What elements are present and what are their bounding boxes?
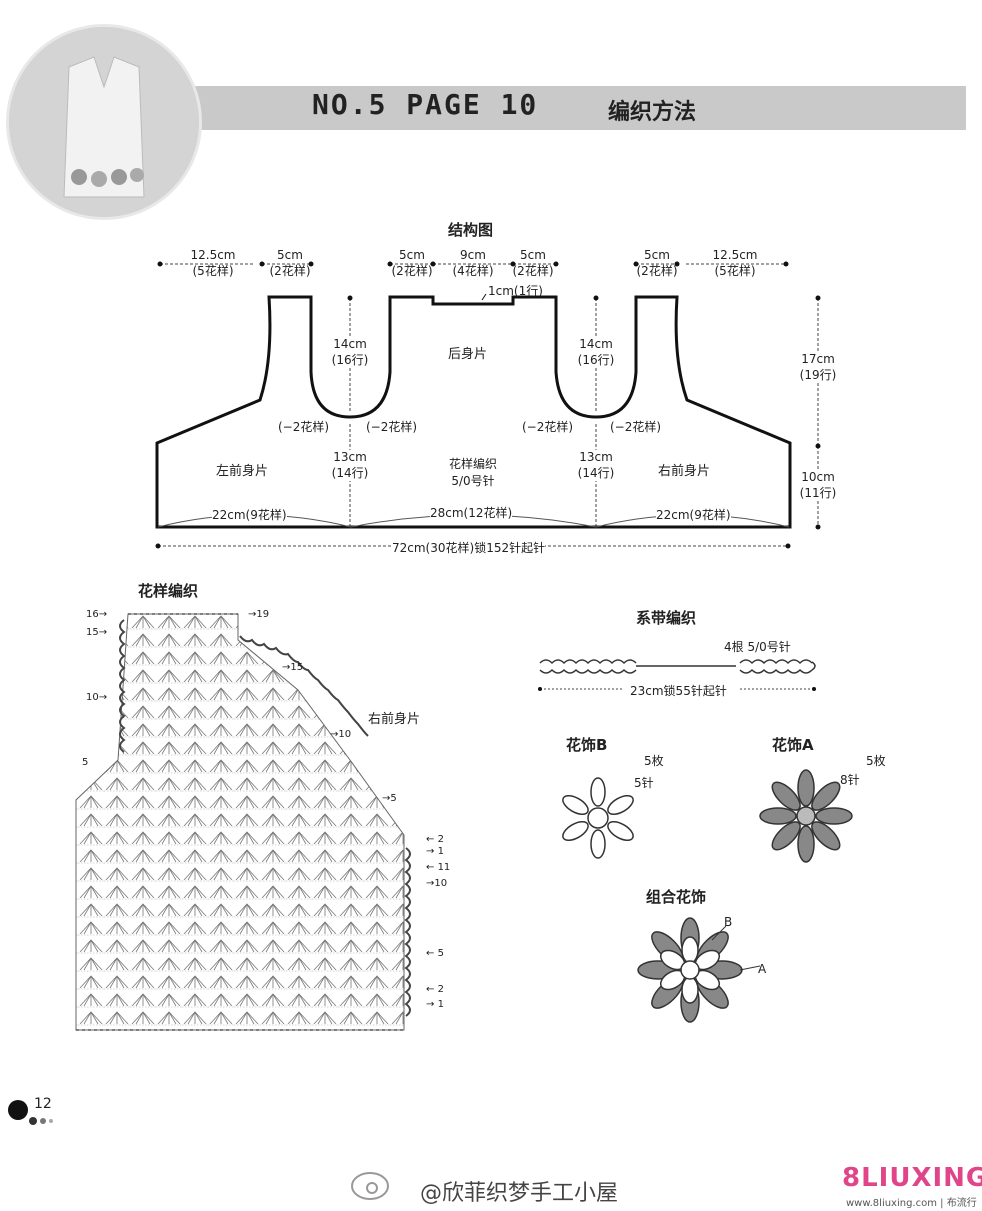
row-label-r2b: ← 2 <box>426 984 444 995</box>
combo-label-a: A <box>758 962 767 976</box>
decrease-3: (−2花样) <box>522 420 574 434</box>
vest-illustration <box>9 27 199 217</box>
row-label-19: →19 <box>248 609 270 620</box>
dim-bottom-middle: 28cm(12花样) <box>430 504 513 521</box>
dim-upper-height: 17cm(19行) <box>796 352 840 383</box>
dim-bottom-right: 22cm(9花样) <box>656 506 731 523</box>
dim-bottom-left: 22cm(9花样) <box>212 506 287 523</box>
chart-title: 花样编织 <box>138 582 199 600</box>
page-dots <box>8 1100 53 1125</box>
dim-back-strap-left: 5cm(2花样) <box>391 248 433 278</box>
row-label-r11: ← 11 <box>426 862 451 873</box>
decrease-2: (−2花样) <box>366 420 418 434</box>
label-right-front: 右前身片 <box>658 464 711 479</box>
row-label-r10: →10 <box>330 729 352 740</box>
flower-a-stitch: 8针 <box>840 773 860 787</box>
vest-photo <box>6 24 202 220</box>
vest-outline <box>155 295 792 529</box>
flower-b-icon <box>559 777 637 859</box>
tie-title: 系带编织 <box>636 609 697 627</box>
chart-piece-label: 右前身片 <box>368 712 421 727</box>
dim-back-neck: 9cm(4花样) <box>452 248 494 278</box>
flower-a-icon <box>759 769 853 863</box>
row-label-16: 16→ <box>86 609 108 620</box>
tie-note: 4根 5/0号针 <box>724 640 791 654</box>
row-label-r1b: → 1 <box>426 999 444 1010</box>
dim-side-left: 13cm(14行) <box>328 450 372 481</box>
flower-a-title: 花饰A <box>772 736 814 754</box>
dim-left-width: 12.5cm(5花样) <box>190 248 236 278</box>
row-label-r5: →5 <box>382 793 397 804</box>
header-subtitle: 编织方法 <box>608 100 697 125</box>
row-label-15: 15→ <box>86 627 108 638</box>
flower-b-stitch: 5针 <box>634 776 654 790</box>
tie-base: 23cm锁55针起针 <box>630 684 727 698</box>
dim-armhole-right: 14cm(16行) <box>574 337 618 368</box>
dim-lower-height: 10cm(11行) <box>796 470 840 501</box>
brand-logo: 8LIUXING <box>842 1163 982 1193</box>
decrease-1: (−2花样) <box>278 420 330 434</box>
label-left-front: 左前身片 <box>216 464 269 479</box>
weibo-icon <box>351 1172 389 1200</box>
dim-neck-depth: 1cm(1行) <box>488 284 543 298</box>
flower-b-title: 花饰B <box>566 736 608 754</box>
dim-back-strap-right: 5cm(2花样) <box>512 248 554 278</box>
combo-label-b: B <box>724 915 733 929</box>
flower-a-count: 5枚 <box>866 754 886 768</box>
header-banner <box>180 86 966 130</box>
flower-b-count: 5枚 <box>644 754 664 768</box>
row-label-r1a: → 1 <box>426 846 444 857</box>
brand-url: www.8liuxing.com | 布流行 <box>846 1198 977 1209</box>
label-back: 后身片 <box>448 347 488 362</box>
dim-left-strap: 5cm(2花样) <box>269 248 311 278</box>
weibo-watermark: @欣菲织梦手工小屋 <box>420 1181 619 1206</box>
page-number: 12 <box>34 1096 52 1112</box>
row-label-r15: →15 <box>282 662 304 673</box>
combo-flower-icon <box>637 917 761 1023</box>
combo-title: 组合花饰 <box>646 888 707 906</box>
dim-right-strap: 5cm(2花样) <box>636 248 678 278</box>
row-label-5: 5 <box>82 757 89 768</box>
row-label-r2a: ← 2 <box>426 834 444 845</box>
dim-side-right: 13cm(14行) <box>574 450 618 481</box>
dim-total: 72cm(30花样)锁152针起针 <box>392 539 546 556</box>
dim-right-width: 12.5cm(5花样) <box>712 248 758 278</box>
decrease-4: (−2花样) <box>610 420 662 434</box>
header-title: NO.5 PAGE 10 <box>312 88 539 121</box>
row-label-10: 10→ <box>86 692 108 703</box>
row-label-r10b: →10 <box>426 878 448 889</box>
row-label-r5b: ← 5 <box>426 948 444 959</box>
dim-armhole-left: 14cm(16行) <box>328 337 372 368</box>
schematic-title: 结构图 <box>448 221 494 239</box>
